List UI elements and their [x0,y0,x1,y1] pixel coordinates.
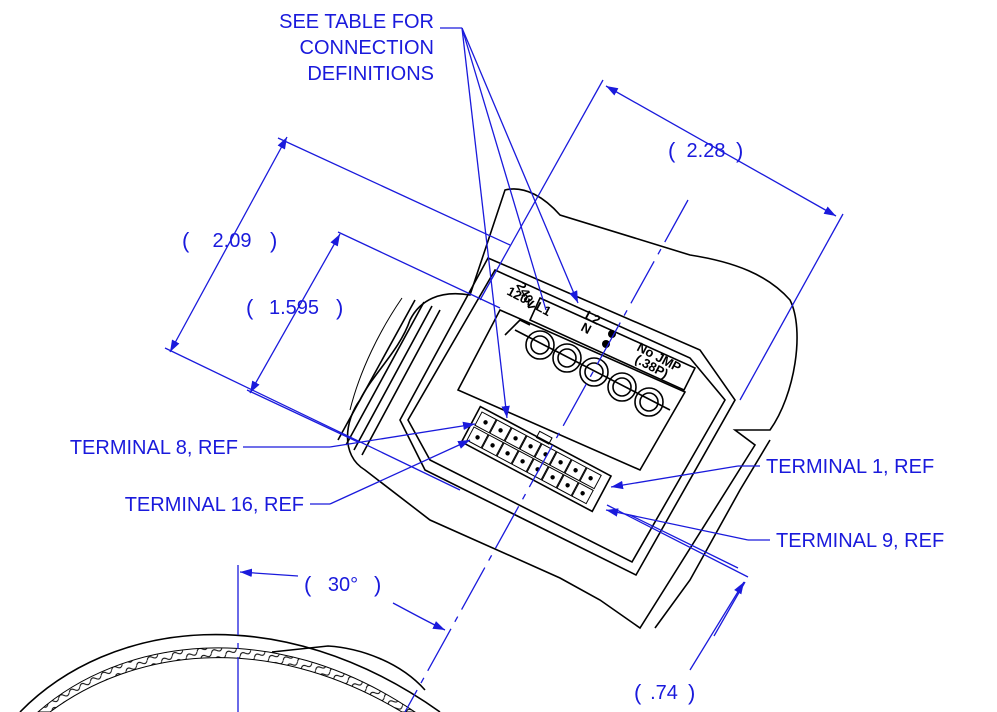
screw-terminal-1 [525,330,555,360]
paren-open: ( [668,138,676,163]
angle-leader-right [392,602,446,631]
dim-line-2-28 [605,85,837,217]
marking-l2: L2 [583,307,603,327]
angle-leader-left [239,568,299,578]
dim-line-74 [689,581,745,671]
dimension-lines [169,85,837,671]
dimension-value-2-28: 2.28 [687,140,726,162]
pin-row-top [474,411,602,490]
callout-see-table-line3: DEFINITIONS [307,63,434,85]
dimension-2-28: ( 2.28 ) [668,138,743,163]
screw-terminal-4 [607,372,637,402]
pin-row-bottom [466,426,594,505]
screw-terminal-block [504,319,671,417]
dimension-value-74: .74 [650,682,678,704]
paren-close: ) [336,295,343,320]
paren-close: ) [736,138,743,163]
ground-symbol-icon [608,330,616,338]
connector-housing [337,188,798,630]
callout-terminal-16: TERMINAL 16, REF [125,494,304,516]
paren-open: ( [182,228,190,253]
paren-close: ) [688,680,695,705]
extension-lines [164,79,844,578]
paren-open: ( [304,572,312,597]
callout-see-table-line2: CONNECTION [300,37,434,59]
dimension-74: ( .74 ) [634,680,695,705]
dimension-value-1-595: 1.595 [269,297,319,319]
dimension-1-595: ( 1.595 ) [246,295,343,320]
dimension-value-30-deg: 30° [328,574,358,596]
callout-terminal-9: TERMINAL 9, REF [776,530,944,552]
dim-line-2-09 [169,136,288,353]
dimension-2-09: ( 2.09 ) [182,228,277,253]
paren-open: ( [246,295,254,320]
base-ring [19,633,441,712]
leader-lines [243,27,770,541]
callout-terminal-8: TERMINAL 8, REF [70,437,238,459]
pin-connector [460,405,613,513]
callout-see-table-line1: SEE TABLE FOR [279,11,434,33]
dim-line-74-stub [713,581,746,637]
part-markings: 240v 120v L1 L2 N No JMP (.38P) [505,279,684,381]
paren-close: ) [374,572,381,597]
marking-n: N [579,319,594,337]
center-line [404,199,689,712]
screw-terminal-2 [552,343,582,373]
paren-open: ( [634,680,642,705]
dimension-value-2-09: 2.09 [213,230,252,252]
screw-terminal-3 [579,357,609,387]
screw-terminal-5 [634,387,664,417]
paren-close: ) [270,228,277,253]
callout-terminal-1: TERMINAL 1, REF [766,456,934,478]
dimension-30-deg: ( 30° ) [304,572,381,597]
dim-line-1-595 [249,233,341,394]
